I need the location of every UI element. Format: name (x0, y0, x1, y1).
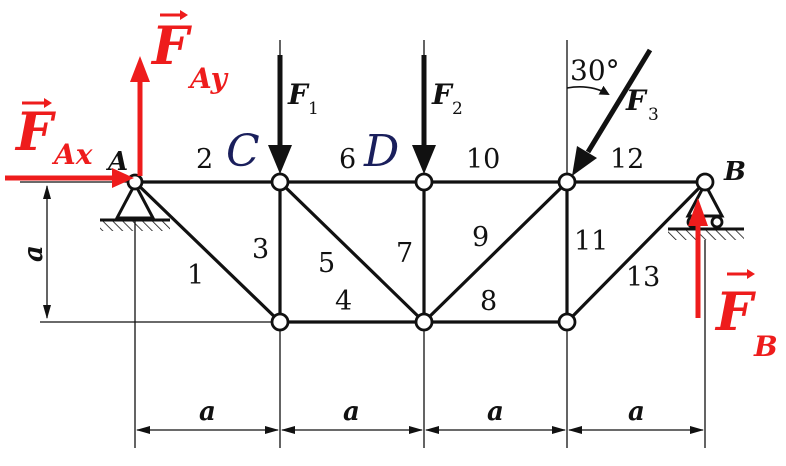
joint-bottom-1 (270, 312, 290, 332)
joint-bottom-2 (414, 312, 434, 332)
load-f2-head (412, 145, 436, 174)
member-13 (565, 180, 707, 324)
load-f3-shaft (585, 48, 653, 154)
reaction-fax-head (112, 168, 134, 188)
load-f3-head (572, 146, 597, 176)
horizontal-dimensions: a a a a (136, 397, 704, 434)
dimension-label-4: a (628, 397, 645, 427)
load-f2-sub: 2 (452, 99, 463, 119)
joint-b (695, 172, 715, 192)
member-5 (278, 180, 426, 324)
load-f1: F 1 (268, 55, 319, 174)
member-number-10: 10 (466, 144, 500, 175)
reaction-fay-vector-tip (180, 10, 188, 20)
reaction-fb-letter: F (714, 282, 756, 343)
node-label-a: A (105, 147, 128, 177)
load-f2-letter: F (431, 78, 454, 111)
support-b (668, 180, 744, 240)
joints (126, 172, 715, 332)
reaction-fb: F B (688, 198, 778, 363)
load-f2: F 2 (412, 55, 463, 174)
reaction-fb-vector-tip (747, 269, 755, 279)
load-f1-head (268, 145, 292, 174)
load-f3-letter: F (625, 84, 648, 117)
member-number-11: 11 (574, 226, 608, 257)
load-f3-sub: 3 (648, 105, 659, 125)
joint-d (414, 172, 434, 192)
reaction-fay-head (130, 56, 150, 82)
support-a-hatch (100, 221, 170, 231)
vertical-dimension-label: a (19, 245, 49, 262)
member-number-13: 13 (626, 262, 660, 293)
reaction-fay-sub: Ay (187, 62, 229, 95)
angle-arc (566, 85, 610, 95)
load-f3: F 3 30° (566, 48, 659, 176)
reaction-fax-letter: F (14, 102, 56, 163)
node-label-d: D (363, 126, 399, 177)
joint-c (270, 172, 290, 192)
dimension-label-1: a (199, 397, 216, 427)
angle-label: 30° (570, 54, 620, 87)
load-f1-sub: 1 (308, 99, 319, 119)
support-a-triangle (114, 180, 156, 220)
vertical-dimension: a (19, 185, 51, 319)
node-label-b: B (723, 157, 746, 187)
member-number-12: 12 (610, 144, 644, 175)
dimension-label-3: a (487, 397, 504, 427)
support-a (100, 180, 170, 231)
reaction-fax-vector-tip (44, 98, 52, 108)
support-b-hatch (668, 230, 744, 240)
reaction-fb-head (688, 198, 708, 226)
reaction-fay-letter: F (150, 16, 192, 77)
member-number-1: 1 (187, 260, 204, 291)
truss-members (133, 180, 707, 324)
member-number-3: 3 (252, 234, 269, 265)
reaction-fay: F Ay (130, 10, 229, 176)
reaction-fax-sub: Ax (51, 138, 93, 171)
member-9 (422, 180, 569, 324)
member-number-5: 5 (318, 248, 335, 279)
reaction-fax: F Ax (5, 98, 134, 188)
reaction-fb-sub: B (753, 330, 778, 363)
member-number-9: 9 (472, 222, 489, 253)
joint-bottom-3 (557, 312, 577, 332)
node-label-c: C (226, 126, 260, 177)
member-1 (133, 180, 282, 324)
member-number-6: 6 (339, 144, 356, 175)
dimension-label-2: a (343, 397, 360, 427)
member-number-4: 4 (335, 286, 352, 317)
member-number-2: 2 (196, 144, 213, 175)
load-f1-letter: F (287, 78, 310, 111)
member-number-7: 7 (396, 238, 413, 269)
support-b-roller-right (710, 215, 724, 229)
joint-top-right (557, 172, 577, 192)
member-number-8: 8 (480, 286, 497, 317)
member-numbers: 1 2 3 4 5 6 7 8 9 10 11 12 13 (187, 144, 660, 317)
